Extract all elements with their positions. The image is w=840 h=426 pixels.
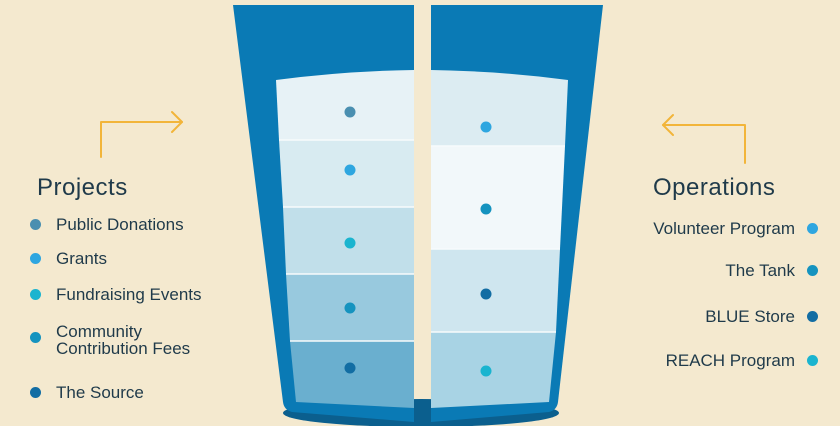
legend-dot [30,253,41,264]
legend-label: REACH Program [666,352,795,369]
operations-arrow [663,115,745,163]
legend-label: BLUE Store [705,308,795,325]
legend-dot [30,219,41,230]
water-layer-public-donations [276,70,414,140]
layer-dot-community-fees [345,303,356,314]
projects-water-layers [276,70,414,408]
legend-dot [30,289,41,300]
legend-dot [807,265,818,276]
legend-label: Public Donations [56,216,184,233]
projects-legend-item-fundraising-events: Fundraising Events [30,286,202,303]
layer-dot-grants [345,165,356,176]
layer-dot-blue-store [481,289,492,300]
layer-dot-volunteer-program [481,122,492,133]
legend-dot [30,332,41,343]
operations-title: Operations [653,174,775,202]
water-layer-reach-program [431,332,556,408]
projects-title: Projects [37,174,128,202]
layer-dot-reach-program [481,366,492,377]
water-layer-blue-store [431,249,560,332]
legend-label: Grants [56,250,107,267]
projects-legend-item-public-donations: Public Donations [30,216,184,233]
water-layer-the-tank [431,146,565,249]
operations-legend-item-volunteer-program: Volunteer Program [653,220,818,237]
layer-dot-public-donations [345,107,356,118]
water-layer-the-source [290,341,414,408]
legend-label: Fundraising Events [56,286,202,303]
legend-dot [30,387,41,398]
layer-dot-the-source [345,363,356,374]
projects-legend-item-community-fees: Community Contribution Fees [30,323,190,357]
projects-legend-item-grants: Grants [30,250,107,267]
layer-dot-the-tank [481,204,492,215]
projects-arrow [101,112,182,157]
water-layer-volunteer-program [431,70,568,146]
legend-dot [807,311,818,322]
legend-dot [807,355,818,366]
legend-label: Volunteer Program [653,220,795,237]
legend-label: The Tank [725,262,795,279]
layer-dot-fundraising-events [345,238,356,249]
operations-water-layers [431,70,568,408]
projects-legend-item-the-source: The Source [30,384,144,401]
legend-label: The Source [56,384,144,401]
legend-label: Community Contribution Fees [56,323,190,357]
operations-legend-item-reach-program: REACH Program [666,352,818,369]
operations-legend-item-blue-store: BLUE Store [705,308,818,325]
legend-dot [807,223,818,234]
operations-legend-item-the-tank: The Tank [725,262,818,279]
